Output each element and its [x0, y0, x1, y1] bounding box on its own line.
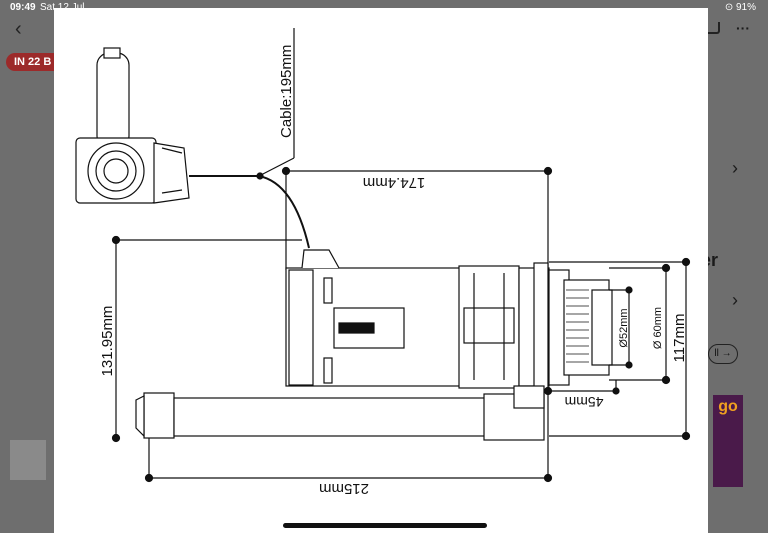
more-dots-icon[interactable]: ···	[736, 20, 750, 36]
technical-diagram: Cable:195mm 174.4mm 131.95mm 215mm 45mm …	[75, 28, 691, 497]
home-indicator[interactable]	[283, 523, 487, 528]
status-date: Sat 12 Jul	[40, 2, 84, 13]
brand-logo-glyph: go	[718, 398, 738, 415]
top-dimension-label: 174.4mm	[363, 174, 426, 191]
cable-length-label: Cable:195mm	[278, 45, 295, 138]
status-time: 09:49	[10, 2, 36, 13]
product-thumbnail[interactable]	[10, 440, 46, 480]
lever-handle	[96, 52, 130, 149]
outer-diameter-label: Ø 60mm	[652, 307, 664, 349]
status-battery: ⊙ 91%	[724, 2, 756, 13]
status-bar: 09:49 Sat 12 Jul ⊙ 91%	[0, 0, 768, 14]
left-dimension-label: 131.95mm	[99, 306, 116, 377]
right-dimension-label: 117mm	[671, 314, 688, 363]
arrow-button[interactable]: ll →	[708, 344, 738, 364]
flange-dimension-label: 45mm	[565, 394, 604, 410]
back-chevron-left-icon[interactable]: ‹	[15, 18, 22, 40]
bottom-dimension-label: 215mm	[319, 480, 369, 497]
chevron-right-icon[interactable]: ›	[732, 158, 738, 178]
float-arm	[173, 397, 495, 437]
image-viewer-modal[interactable]: Cable:195mm 174.4mm 131.95mm 215mm 45mm …	[54, 8, 708, 533]
chevron-right-icon[interactable]: ›	[732, 290, 738, 310]
battery-percent: 91%	[735, 2, 756, 13]
inner-diameter-label: Ø52mm	[618, 308, 630, 347]
brand-logo	[713, 395, 743, 487]
